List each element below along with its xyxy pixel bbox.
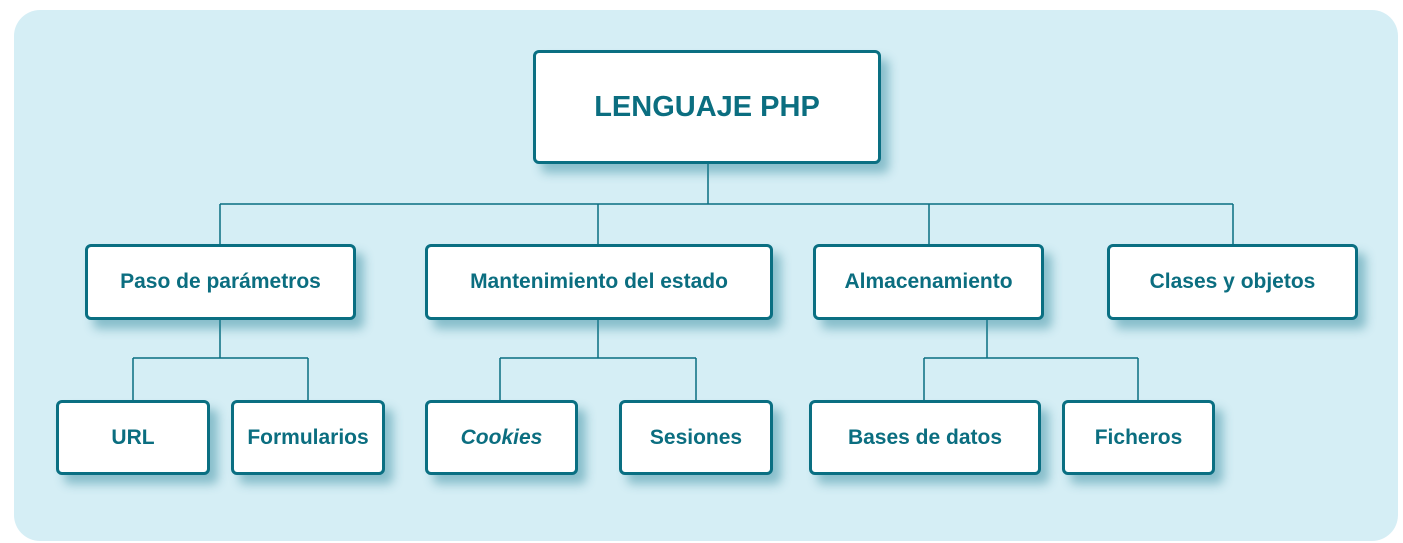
node-url: URL [56, 400, 210, 475]
connector-almacenamiento [923, 319, 1139, 400]
connector-paso [132, 319, 309, 400]
connector-root [219, 163, 1234, 244]
node-formularios: Formularios [231, 400, 385, 475]
node-mantenimiento-estado: Mantenimiento del estado [425, 244, 773, 320]
node-root: LENGUAJE PHP [533, 50, 881, 164]
node-cookies: Cookies [425, 400, 578, 475]
node-bases-datos: Bases de datos [809, 400, 1041, 475]
node-almacenamiento: Almacenamiento [813, 244, 1044, 320]
node-sesiones: Sesiones [619, 400, 773, 475]
node-clases-objetos: Clases y objetos [1107, 244, 1358, 320]
node-ficheros: Ficheros [1062, 400, 1215, 475]
connector-mantenimiento [499, 319, 697, 400]
node-paso-parametros: Paso de parámetros [85, 244, 356, 320]
